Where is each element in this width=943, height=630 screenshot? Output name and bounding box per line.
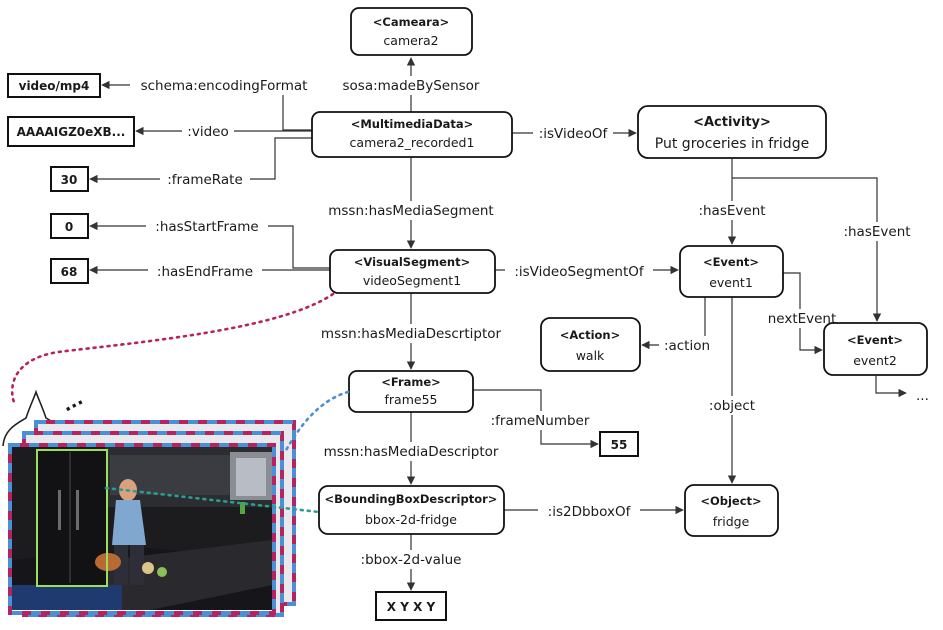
- label-is-2d-bbox-of: :is2DbboxOf: [538, 502, 640, 521]
- svg-text::bbox-2d-value: :bbox-2d-value: [361, 552, 462, 568]
- kitchen-scene: [12, 447, 272, 610]
- svg-text:event2: event2: [853, 353, 897, 368]
- node-multimedia-data[interactable]: <MultimediaData> camera2_recorded1: [311, 111, 513, 158]
- svg-text:68: 68: [61, 265, 78, 279]
- stack-dots: ...: [58, 388, 86, 416]
- svg-text:X Y X Y: X Y X Y: [387, 600, 436, 614]
- label-has-start-frame: :hasStartFrame: [146, 217, 268, 236]
- literal-video-mp4[interactable]: video/mp4: [7, 73, 101, 98]
- svg-text::action: :action: [664, 338, 710, 354]
- svg-text::isVideoSegmentOf: :isVideoSegmentOf: [514, 264, 645, 280]
- node-frame[interactable]: <Frame> frame55: [348, 370, 474, 413]
- svg-text::video: :video: [187, 124, 228, 140]
- svg-text:mssn:hasMediaDescriptor: mssn:hasMediaDescriptor: [324, 444, 499, 460]
- svg-text:fridge: fridge: [713, 514, 750, 529]
- svg-text:mssn:hasMediaSegment: mssn:hasMediaSegment: [328, 203, 493, 219]
- svg-text:30: 30: [61, 173, 78, 187]
- label-object: :object: [702, 396, 762, 415]
- label-encoding-format: schema:encodingFormat: [130, 76, 318, 95]
- svg-text::frameNumber: :frameNumber: [491, 413, 590, 429]
- label-made-by-sensor: sosa:madeBySensor: [335, 76, 487, 95]
- node-visual-segment[interactable]: <VisualSegment> videoSegment1: [329, 249, 496, 294]
- literal-start-frame[interactable]: 0: [50, 213, 89, 239]
- svg-text:<Activity>: <Activity>: [693, 115, 771, 130]
- literal-end-frame[interactable]: 68: [50, 258, 89, 284]
- svg-text:camera2: camera2: [383, 33, 438, 48]
- svg-text:55: 55: [611, 438, 628, 452]
- svg-text:<Object>: <Object>: [700, 494, 761, 508]
- label-has-media-descriptor: mssn:hasMediaDescriptor: [311, 442, 511, 461]
- literal-frame-number[interactable]: 55: [599, 431, 639, 457]
- label-has-media-segment: mssn:hasMediaSegment: [319, 201, 503, 220]
- label-next-event: nextEvent: [764, 309, 840, 328]
- label-is-video-segment-of: :isVideoSegmentOf: [505, 262, 653, 281]
- svg-text:<MultimediaData>: <MultimediaData>: [351, 117, 474, 131]
- svg-text:walk: walk: [576, 348, 605, 363]
- label-frame-rate: :frameRate: [160, 170, 250, 189]
- svg-text:0: 0: [65, 220, 73, 234]
- node-bounding-box-descriptor[interactable]: <BoundingBoxDescriptor> bbox-2d-fridge: [318, 485, 505, 535]
- svg-text:Put groceries in fridge: Put groceries in fridge: [655, 136, 809, 152]
- svg-text::object: :object: [709, 398, 755, 414]
- edge-has-event-2: [732, 177, 882, 322]
- svg-text:<Event>: <Event>: [703, 255, 759, 269]
- svg-text::hasEvent: :hasEvent: [698, 203, 765, 219]
- svg-text:nextEvent: nextEvent: [768, 311, 837, 327]
- svg-text::frameRate: :frameRate: [167, 172, 243, 188]
- label-has-media-descrtiptor: mssn:hasMediaDescrtiptor: [309, 324, 513, 343]
- node-object[interactable]: <Object> fridge: [684, 484, 779, 537]
- svg-text::hasEndFrame: :hasEndFrame: [157, 264, 253, 280]
- node-activity[interactable]: <Activity> Put groceries in fridge: [637, 105, 827, 159]
- svg-text:<Action>: <Action>: [560, 328, 621, 342]
- svg-text:schema:encodingFormat: schema:encodingFormat: [141, 78, 308, 94]
- label-bbox-value: :bbox-2d-value: [351, 550, 471, 569]
- svg-text:camera2_recorded1: camera2_recorded1: [350, 135, 475, 150]
- svg-text:<VisualSegment>: <VisualSegment>: [354, 255, 470, 269]
- svg-text::is2DbboxOf: :is2DbboxOf: [548, 504, 632, 520]
- label-has-end-frame: :hasEndFrame: [148, 262, 262, 281]
- node-event-1[interactable]: <Event> event1: [679, 245, 784, 298]
- literal-bbox-value[interactable]: X Y X Y: [375, 591, 447, 621]
- svg-text:bbox-2d-fridge: bbox-2d-fridge: [365, 512, 457, 527]
- label-action: :action: [659, 336, 715, 355]
- label-frame-number: :frameNumber: [484, 411, 596, 430]
- svg-text:sosa:madeBySensor: sosa:madeBySensor: [343, 78, 480, 94]
- label-has-event-2: :hasEvent: [835, 222, 919, 241]
- svg-text:<Event>: <Event>: [847, 333, 903, 347]
- bbox-highlight: [36, 449, 108, 587]
- svg-text:<Cameara>: <Cameara>: [373, 15, 449, 29]
- node-event-2[interactable]: <Event> event2: [823, 322, 928, 376]
- segment-connector: [10, 292, 335, 404]
- node-action[interactable]: <Action> walk: [540, 317, 641, 372]
- literal-video-data[interactable]: AAAAIGZ0eXB...: [7, 116, 135, 147]
- literal-frame-rate[interactable]: 30: [50, 166, 89, 192]
- svg-text:videoSegment1: videoSegment1: [363, 273, 461, 288]
- bbox-connector: [104, 486, 321, 514]
- svg-text:<Frame>: <Frame>: [381, 375, 441, 389]
- label-is-video-of: :isVideoOf: [533, 124, 613, 143]
- node-camera[interactable]: <Cameara> camera2: [350, 7, 473, 56]
- svg-text:frame55: frame55: [385, 392, 438, 407]
- video-frame-stack: ...: [2, 292, 350, 617]
- svg-text:event1: event1: [709, 275, 753, 290]
- continuation-ellipsis: ...: [916, 388, 929, 404]
- svg-text:mssn:hasMediaDescrtiptor: mssn:hasMediaDescrtiptor: [321, 326, 502, 342]
- svg-text::hasEvent: :hasEvent: [843, 224, 910, 240]
- svg-text:video/mp4: video/mp4: [19, 79, 90, 93]
- label-video: :video: [182, 122, 234, 141]
- svg-text::isVideoOf: :isVideoOf: [539, 126, 609, 142]
- svg-text::hasStartFrame: :hasStartFrame: [155, 219, 258, 235]
- svg-text:AAAAIGZ0eXB...: AAAAIGZ0eXB...: [17, 125, 126, 139]
- label-has-event-1: :hasEvent: [690, 201, 774, 220]
- svg-text:<BoundingBoxDescriptor>: <BoundingBoxDescriptor>: [325, 492, 498, 506]
- edge-event2-continuation: [875, 376, 907, 398]
- frame-connector: [283, 390, 350, 454]
